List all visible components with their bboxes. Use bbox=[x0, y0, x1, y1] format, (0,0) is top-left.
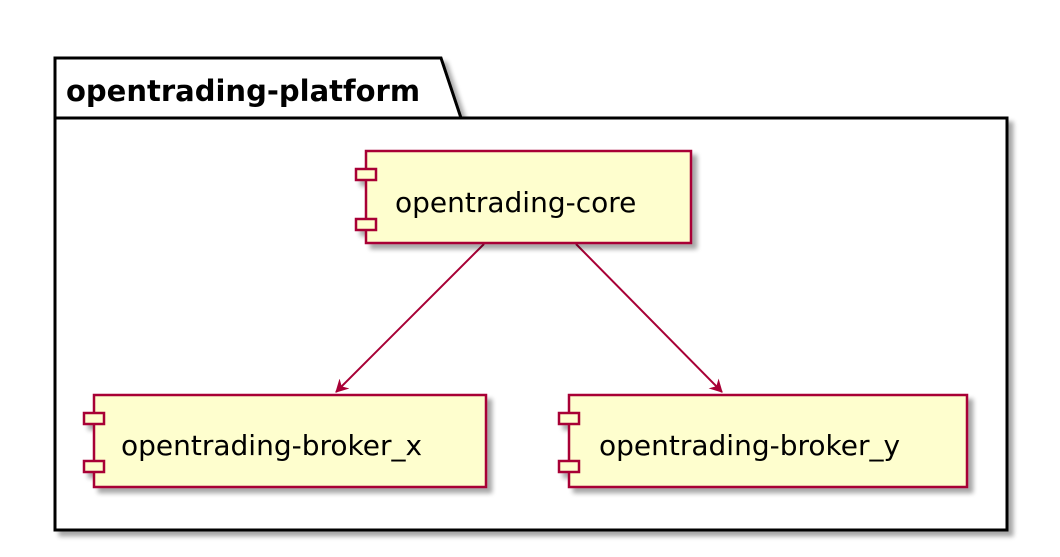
component-port-top bbox=[82, 411, 106, 426]
component-label-core: opentrading-core bbox=[395, 186, 636, 219]
component-port-bottom bbox=[82, 459, 106, 474]
component-port-top bbox=[354, 167, 378, 182]
component-label-broker-x: opentrading-broker_x bbox=[121, 429, 422, 462]
component-body bbox=[567, 393, 969, 489]
dependency-arrows bbox=[335, 243, 723, 393]
package-title: opentrading-platform bbox=[66, 74, 420, 108]
component-opentrading-core[interactable] bbox=[354, 149, 693, 245]
component-port-bottom bbox=[354, 217, 378, 232]
component-opentrading-broker-x[interactable] bbox=[82, 393, 488, 489]
component-label-broker-y: opentrading-broker_y bbox=[599, 429, 900, 462]
component-body bbox=[364, 149, 693, 245]
arrow-core-to-broker-y bbox=[575, 243, 723, 393]
component-body bbox=[92, 393, 488, 489]
component-port-bottom bbox=[557, 459, 581, 474]
arrow-core-to-broker-x bbox=[335, 243, 485, 393]
component-opentrading-broker-y[interactable] bbox=[557, 393, 969, 489]
component-port-top bbox=[557, 411, 581, 426]
